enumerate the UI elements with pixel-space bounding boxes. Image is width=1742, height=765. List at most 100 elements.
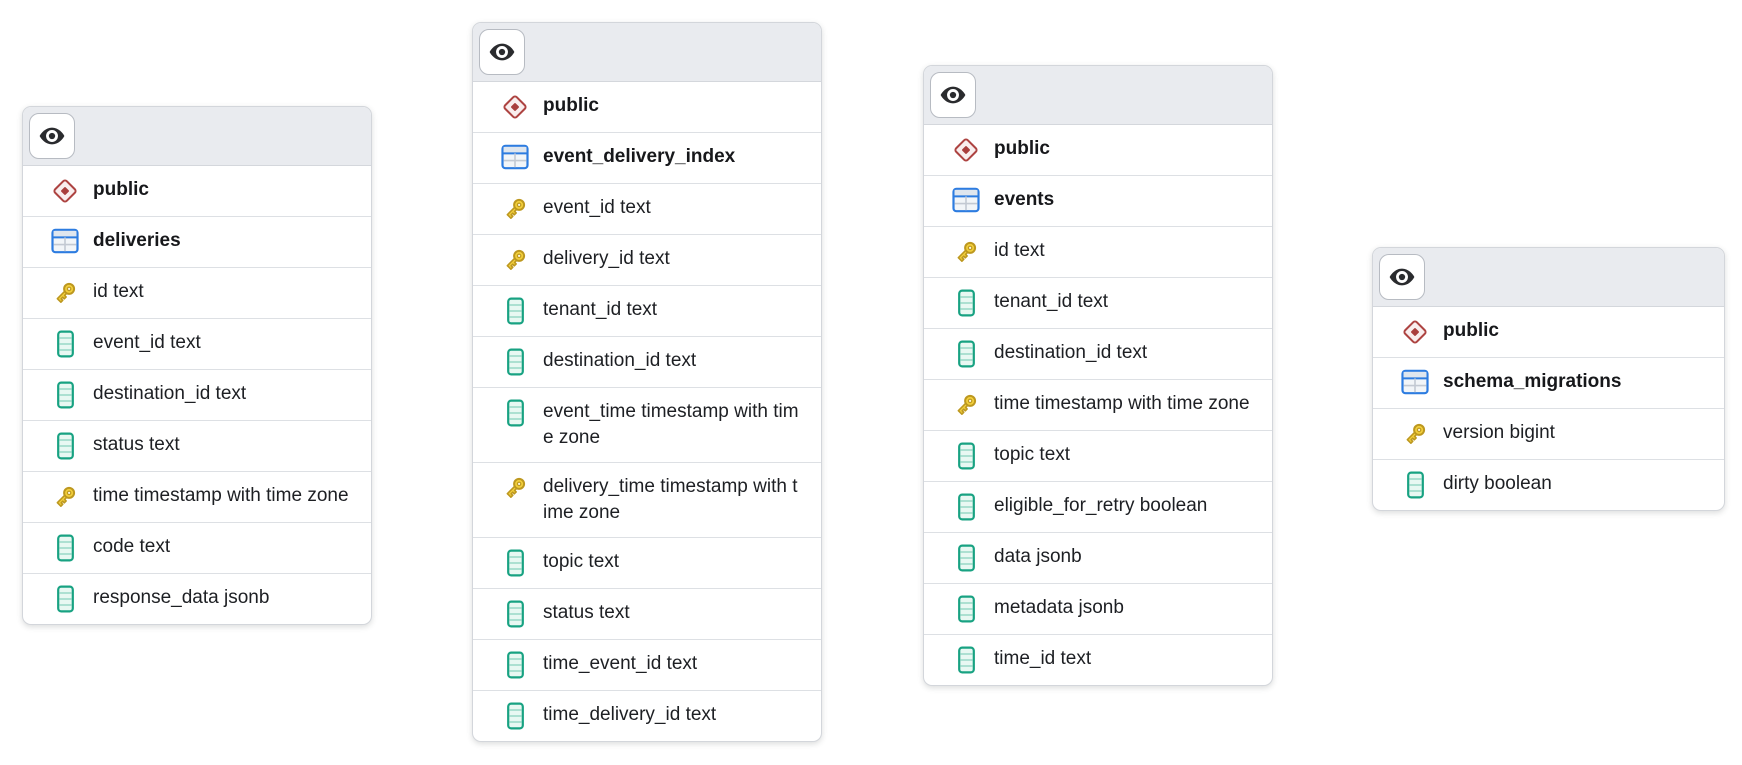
primary-key-icon [952, 391, 980, 419]
column-row: event_id text [473, 183, 821, 234]
column-icon [501, 399, 529, 427]
column-row: event_id text [23, 318, 371, 369]
table-node-events[interactable]: public events id text tenant_id text des… [923, 65, 1273, 686]
column-icon [51, 330, 79, 358]
schema-diamond-icon [501, 93, 529, 121]
column-label: tenant_id text [543, 299, 658, 320]
column-label: eligible_for_retry boolean [994, 495, 1208, 516]
column-row: response_data jsonb [23, 573, 371, 624]
visibility-toggle-button[interactable] [479, 29, 525, 75]
column-row: status text [473, 588, 821, 639]
column-label: time_id text [994, 648, 1092, 669]
column-row: time timestamp with time zone [924, 379, 1272, 430]
schema-diamond-icon [51, 177, 79, 205]
visibility-toggle-button[interactable] [29, 113, 75, 159]
column-row: status text [23, 420, 371, 471]
column-label: event_time timestamp with time zone [543, 401, 799, 448]
schema-label: public [1443, 320, 1499, 341]
table-grid-icon [501, 144, 529, 170]
column-icon [952, 289, 980, 317]
column-label: topic text [994, 444, 1071, 465]
column-icon [51, 534, 79, 562]
primary-key-icon [51, 279, 79, 307]
schema-row: public [23, 166, 371, 216]
table-node-header [23, 107, 371, 166]
column-row: id text [924, 226, 1272, 277]
column-icon [501, 549, 529, 577]
schema-label: public [543, 95, 599, 116]
column-row: dirty boolean [1373, 459, 1724, 510]
schema-label: public [994, 138, 1050, 159]
column-icon [952, 544, 980, 572]
column-row: tenant_id text [473, 285, 821, 336]
column-row: metadata jsonb [924, 583, 1272, 634]
column-row: data jsonb [924, 532, 1272, 583]
column-icon [501, 348, 529, 376]
column-label: event_id text [543, 197, 651, 218]
table-name-row: deliveries [23, 216, 371, 267]
column-label: status text [543, 602, 630, 623]
table-name-row: schema_migrations [1373, 357, 1724, 408]
column-row: topic text [924, 430, 1272, 481]
column-label: delivery_id text [543, 248, 670, 269]
schema-diamond-icon [1401, 318, 1429, 346]
column-icon [51, 585, 79, 613]
column-label: status text [93, 434, 180, 455]
column-label: time_delivery_id text [543, 704, 717, 725]
primary-key-icon [1401, 420, 1429, 448]
column-icon [952, 340, 980, 368]
column-row: time_id text [924, 634, 1272, 685]
column-label: delivery_time timestamp with time zone [543, 476, 798, 523]
table-grid-icon [1401, 369, 1429, 395]
column-row: topic text [473, 537, 821, 588]
schema-row: public [473, 82, 821, 132]
table-node-header [473, 23, 821, 82]
column-icon [952, 442, 980, 470]
schema-diamond-icon [952, 136, 980, 164]
column-row: tenant_id text [924, 277, 1272, 328]
column-icon [501, 297, 529, 325]
eye-icon [38, 122, 66, 150]
primary-key-icon [51, 483, 79, 511]
column-icon [51, 432, 79, 460]
column-row: delivery_id text [473, 234, 821, 285]
column-icon [51, 381, 79, 409]
visibility-toggle-button[interactable] [1379, 254, 1425, 300]
table-name-label: schema_migrations [1443, 371, 1622, 392]
column-row: destination_id text [23, 369, 371, 420]
column-label: metadata jsonb [994, 597, 1124, 618]
column-label: time_event_id text [543, 653, 698, 674]
primary-key-icon [501, 195, 529, 223]
column-label: time timestamp with time zone [93, 485, 349, 506]
visibility-toggle-button[interactable] [930, 72, 976, 118]
column-icon [501, 702, 529, 730]
column-label: destination_id text [543, 350, 697, 371]
column-label: event_id text [93, 332, 201, 353]
table-grid-icon [952, 187, 980, 213]
table-node-deliveries[interactable]: public deliveries id text event_id text … [22, 106, 372, 625]
column-label: version bigint [1443, 422, 1555, 443]
table-node-header [1373, 248, 1724, 307]
column-row: destination_id text [473, 336, 821, 387]
column-label: id text [93, 281, 144, 302]
column-icon [501, 600, 529, 628]
column-row: eligible_for_retry boolean [924, 481, 1272, 532]
column-label: code text [93, 536, 171, 557]
column-label: data jsonb [994, 546, 1082, 567]
table-name-label: events [994, 189, 1055, 210]
table-node-event-delivery-index[interactable]: public event_delivery_index event_id tex… [472, 22, 822, 742]
eye-icon [1388, 263, 1416, 291]
primary-key-icon [952, 238, 980, 266]
column-row: time_delivery_id text [473, 690, 821, 741]
column-row: delivery_time timestamp with time zone [473, 462, 821, 537]
table-grid-icon [51, 228, 79, 254]
schema-row: public [1373, 307, 1724, 357]
column-icon [1401, 471, 1429, 499]
column-label: dirty boolean [1443, 473, 1552, 494]
column-icon [952, 493, 980, 521]
table-name-row: event_delivery_index [473, 132, 821, 183]
primary-key-icon [501, 474, 529, 502]
table-node-schema-migrations[interactable]: public schema_migrations version bigint … [1372, 247, 1725, 511]
eye-icon [939, 81, 967, 109]
column-row: code text [23, 522, 371, 573]
